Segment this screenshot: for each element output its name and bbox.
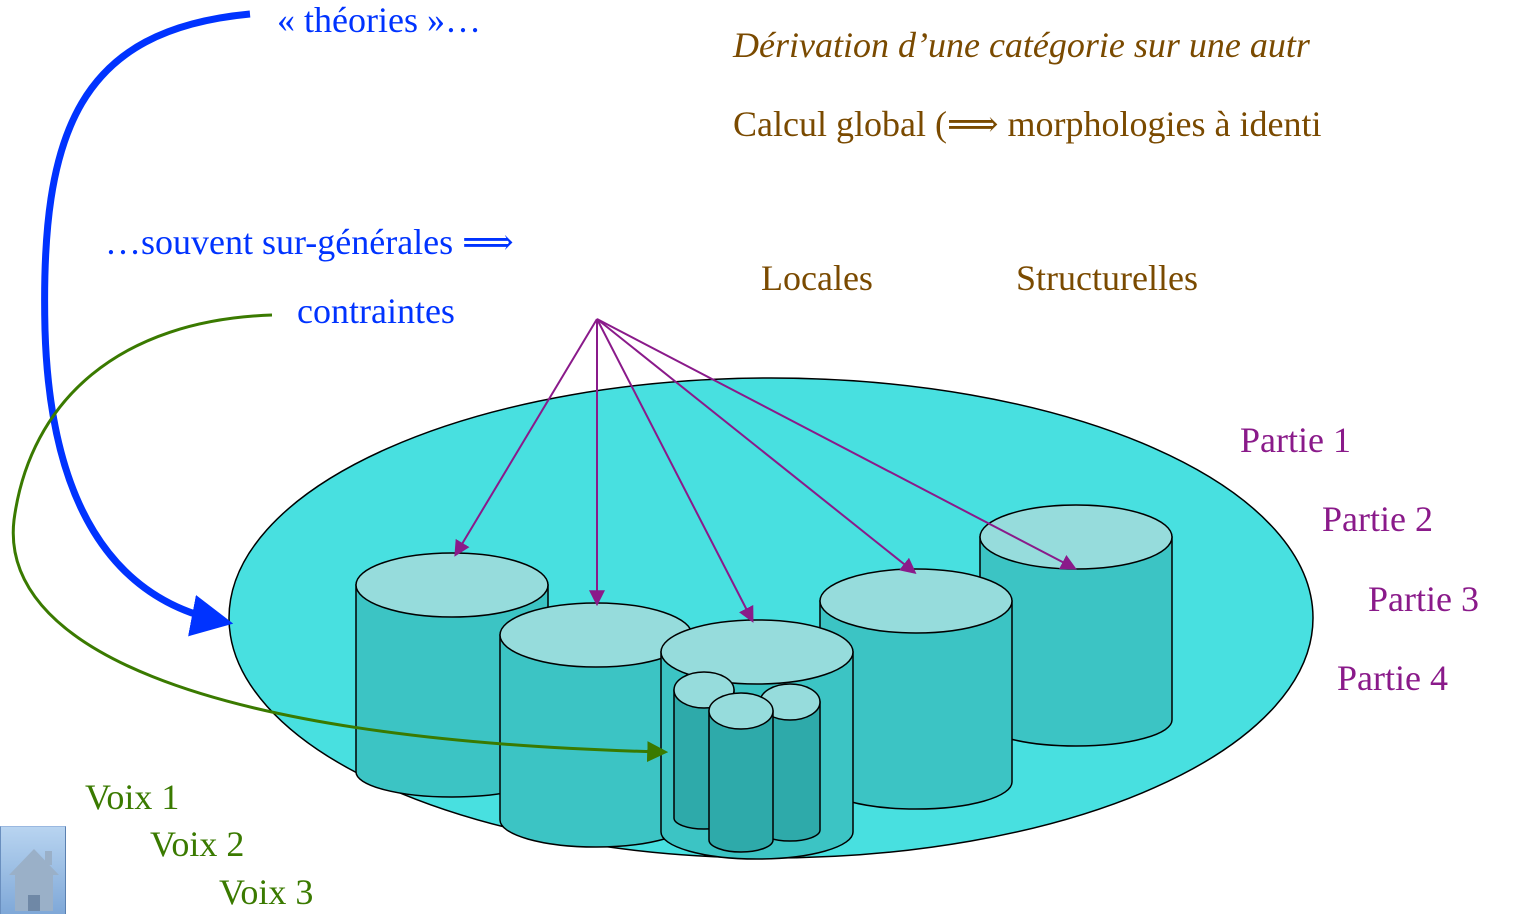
locales-label: Locales (761, 258, 873, 298)
contraintes-arrow (11, 313, 669, 763)
home-icon (9, 849, 59, 911)
partie-4-label: Partie 4 (1337, 658, 1448, 698)
voix-3-label: Voix 3 (219, 872, 313, 912)
partie-2-label: Partie 2 (1322, 499, 1433, 539)
home-button[interactable] (0, 826, 66, 914)
partie-3-label: Partie 3 (1368, 579, 1479, 619)
structurelles-label: Structurelles (1016, 258, 1198, 298)
theories-label: « théories »… (277, 0, 481, 40)
cylinder-4 (819, 568, 1013, 810)
calcul-label: Calcul global (⟹ morphologies à identi (733, 104, 1322, 144)
theories-arrow (41, 10, 251, 637)
cylinder-5 (979, 504, 1173, 747)
cylinder-2 (499, 602, 693, 848)
partie-1-label: Partie 1 (1240, 420, 1351, 460)
derivation-label: Dérivation d’une catégorie sur une autr (732, 25, 1311, 65)
voix-2-label: Voix 2 (150, 824, 244, 864)
voix-1-label: Voix 1 (85, 777, 179, 817)
inner-cylinder-3 (708, 692, 774, 853)
cylinder-3 (660, 619, 854, 860)
contraintes-label: contraintes (297, 291, 455, 331)
constraint-arrows (454, 318, 1077, 623)
souvent-label: …souvent sur-générales ⟹ (105, 222, 514, 262)
